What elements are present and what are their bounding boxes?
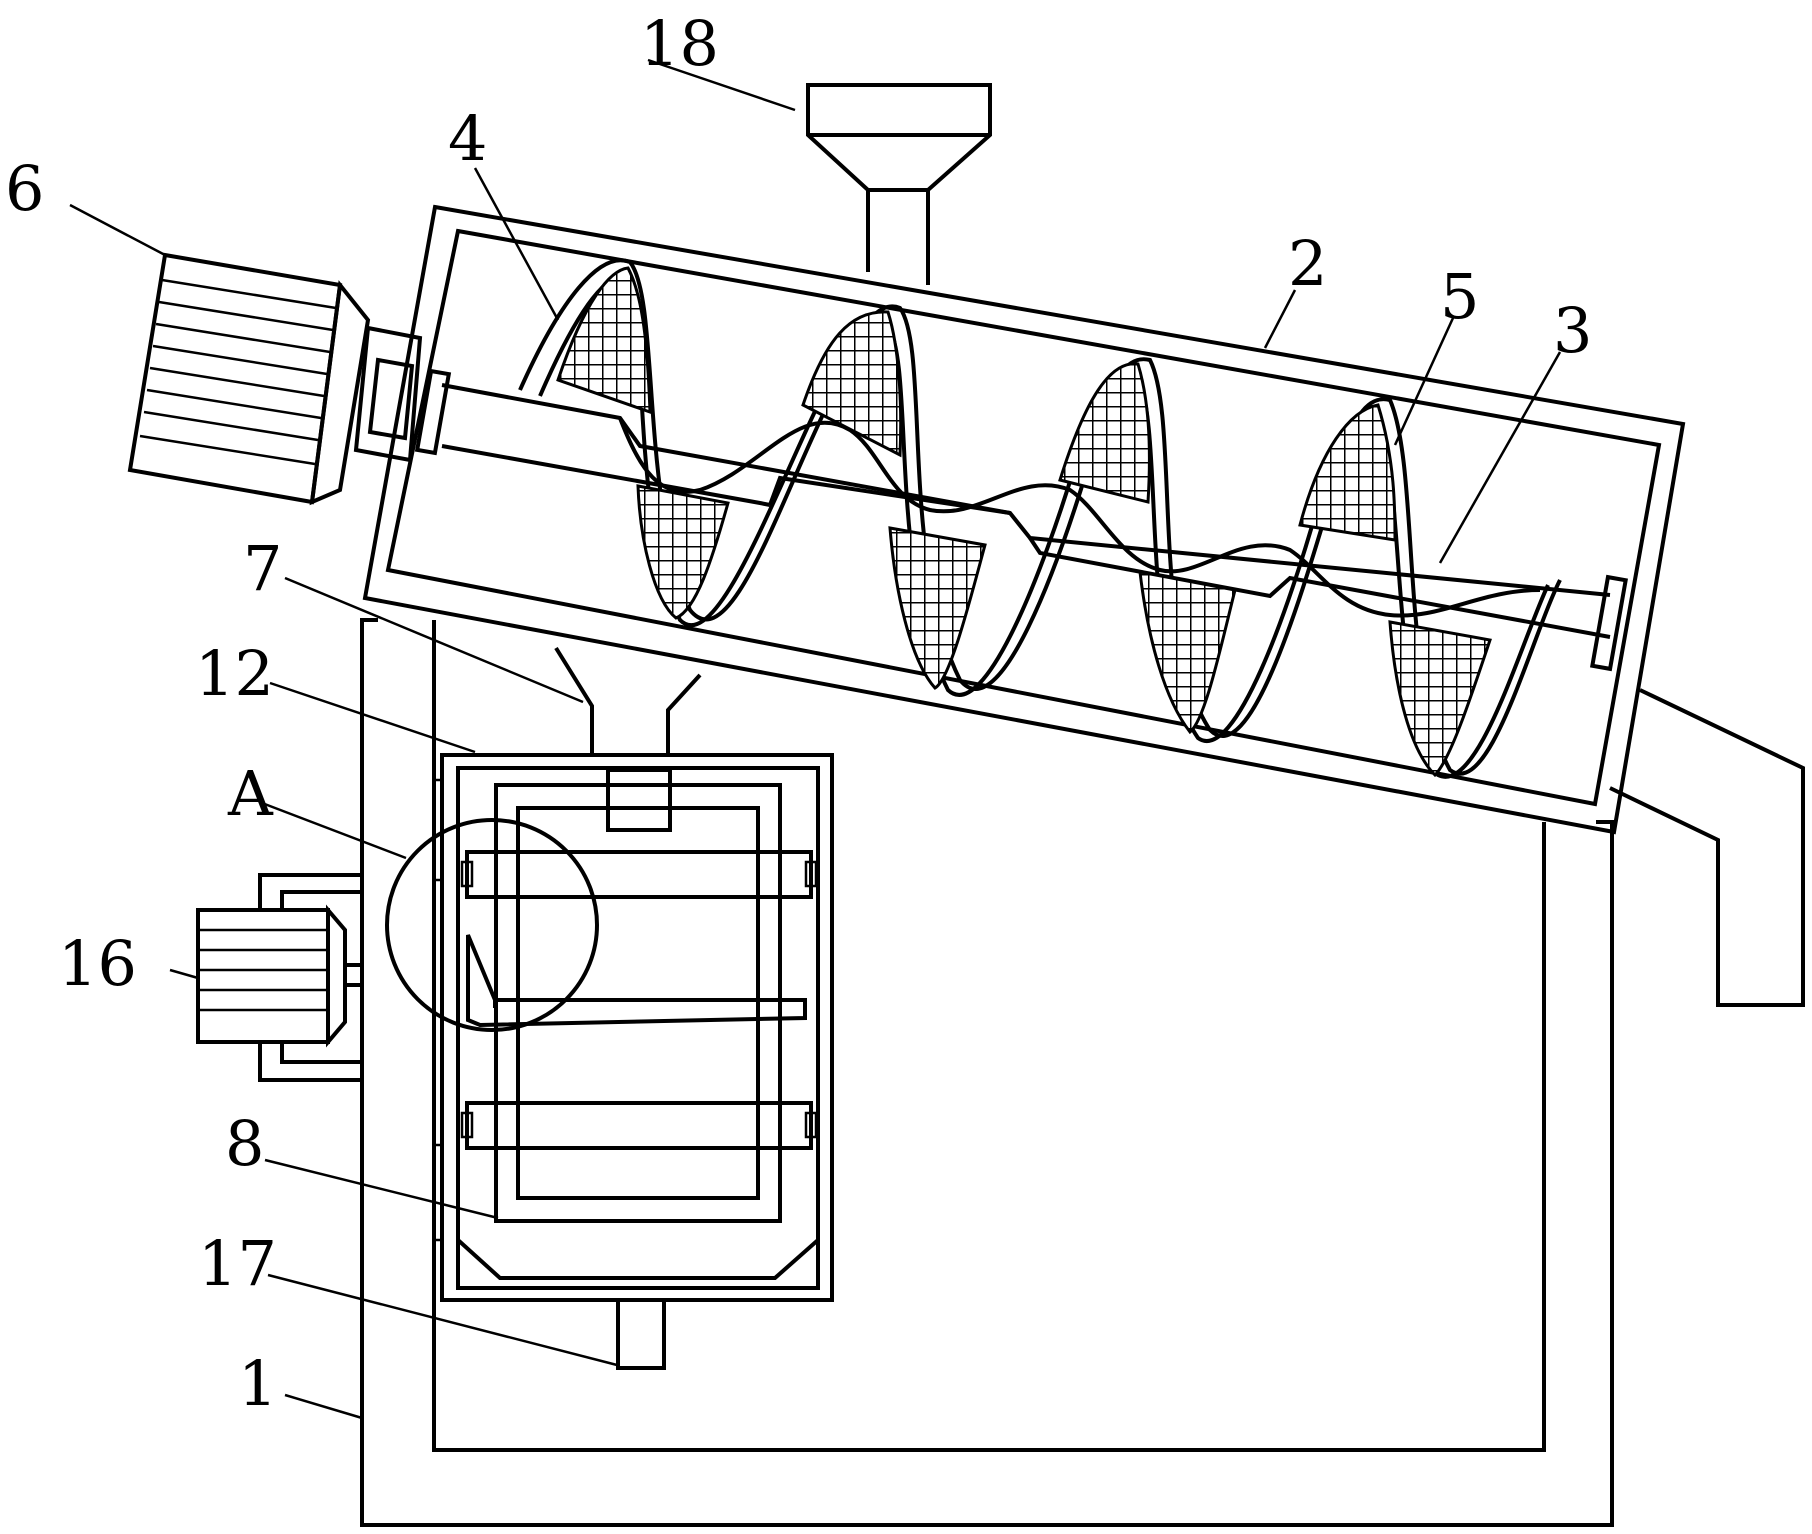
label-8: 8 xyxy=(225,1107,264,1180)
label-1: 1 xyxy=(238,1347,277,1420)
label-3: 3 xyxy=(1553,294,1592,367)
label-a: A xyxy=(227,757,274,830)
discharge-pipe xyxy=(616,1300,666,1370)
detail-circle-a xyxy=(385,818,599,1032)
leader-lines xyxy=(69,58,1562,1420)
base-frame xyxy=(360,618,1614,1527)
side-motor xyxy=(196,873,362,1082)
reference-labels: 18 4 6 2 5 3 7 12 A 16 8 17 1 xyxy=(5,7,1592,1420)
label-16: 16 xyxy=(58,927,137,1000)
screw-shaft xyxy=(414,368,1628,672)
label-4: 4 xyxy=(448,102,487,175)
label-18: 18 xyxy=(640,7,719,80)
label-17: 17 xyxy=(198,1227,277,1300)
discharge-outlet xyxy=(1609,688,1805,1007)
label-2: 2 xyxy=(1288,227,1327,300)
drive-motor xyxy=(127,252,423,506)
label-5: 5 xyxy=(1440,260,1479,333)
helical-blades xyxy=(518,258,1562,779)
label-12: 12 xyxy=(195,637,274,710)
label-6: 6 xyxy=(5,152,44,225)
drop-funnel xyxy=(554,646,702,755)
label-7: 7 xyxy=(243,532,282,605)
grinding-chamber xyxy=(435,753,834,1302)
feed-hopper xyxy=(806,83,992,285)
